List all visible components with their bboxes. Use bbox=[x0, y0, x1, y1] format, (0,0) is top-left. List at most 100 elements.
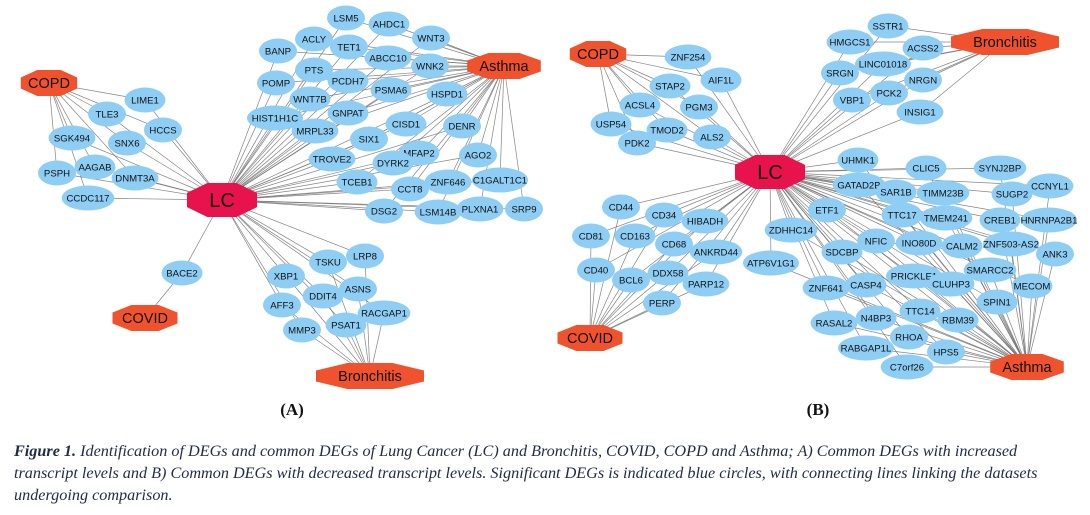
gene-node-creb1[interactable]: CREB1 bbox=[979, 207, 1021, 233]
hub-node-lc[interactable]: LC bbox=[735, 155, 805, 189]
gene-node-snx6[interactable]: SNX6 bbox=[108, 130, 146, 156]
gene-node-sgk494[interactable]: SGK494 bbox=[48, 125, 96, 151]
gene-node-pdk2[interactable]: PDK2 bbox=[618, 130, 656, 156]
gene-node-xbp1[interactable]: XBP1 bbox=[267, 263, 305, 289]
gene-node-sstr1[interactable]: SSTR1 bbox=[867, 13, 909, 39]
hub-node-covid[interactable]: COVID bbox=[112, 305, 178, 331]
gene-node-tceb1[interactable]: TCEB1 bbox=[336, 169, 378, 195]
gene-node-tet1[interactable]: TET1 bbox=[330, 34, 368, 60]
gene-node-rabgap1l[interactable]: RABGAP1L bbox=[838, 335, 894, 361]
gene-node-cd81[interactable]: CD81 bbox=[572, 223, 610, 249]
gene-node-tsku[interactable]: TSKU bbox=[309, 249, 347, 275]
gene-node-six1[interactable]: SIX1 bbox=[350, 126, 388, 152]
gene-node-mrpl33[interactable]: MRPL33 bbox=[291, 118, 339, 144]
gene-node-etf1[interactable]: ETF1 bbox=[808, 197, 846, 223]
gene-node-asns[interactable]: ASNS bbox=[339, 276, 377, 302]
gene-node-nfic[interactable]: NFIC bbox=[857, 228, 895, 254]
gene-node-lsm5[interactable]: LSM5 bbox=[327, 5, 365, 31]
gene-node-lrp8[interactable]: LRP8 bbox=[346, 243, 384, 269]
gene-node-ccdc117[interactable]: CCDC117 bbox=[61, 185, 115, 211]
gene-node-casp4[interactable]: CASP4 bbox=[845, 272, 887, 298]
gene-node-sar1b[interactable]: SAR1B bbox=[875, 179, 917, 205]
gene-node-mmp3[interactable]: MMP3 bbox=[283, 317, 321, 343]
gene-node-ccnyl1[interactable]: CCNYL1 bbox=[1026, 173, 1074, 199]
gene-node-ino80d[interactable]: INO80D bbox=[895, 230, 943, 256]
gene-node-dnmt3a[interactable]: DNMT3A bbox=[111, 165, 159, 191]
gene-node-tmod2[interactable]: TMOD2 bbox=[646, 117, 688, 143]
gene-node-trove2[interactable]: TROVE2 bbox=[308, 146, 356, 172]
gene-node-wnt7b[interactable]: WNT7B bbox=[289, 86, 331, 112]
gene-node-znf254[interactable]: ZNF254 bbox=[664, 44, 712, 70]
gene-node-banp[interactable]: BANP bbox=[259, 38, 297, 64]
gene-node-cct8[interactable]: CCT8 bbox=[391, 176, 429, 202]
gene-node-aff3[interactable]: AFF3 bbox=[263, 292, 301, 318]
gene-node-hps5[interactable]: HPS5 bbox=[927, 339, 965, 365]
gene-node-abcc10[interactable]: ABCC10 bbox=[364, 45, 412, 71]
gene-node-insig1[interactable]: INSIG1 bbox=[896, 99, 944, 125]
hub-node-bronchitis[interactable]: Bronchitis bbox=[316, 363, 424, 389]
hub-node-lc[interactable]: LC bbox=[187, 183, 257, 217]
hub-node-covid[interactable]: COVID bbox=[557, 325, 623, 351]
gene-node-bace2[interactable]: BACE2 bbox=[161, 260, 203, 286]
gene-node-ank3[interactable]: ANK3 bbox=[1036, 241, 1074, 267]
gene-node-acsl4[interactable]: ACSL4 bbox=[619, 92, 661, 118]
gene-node-perp[interactable]: PERP bbox=[643, 290, 681, 316]
gene-node-cd44[interactable]: CD44 bbox=[602, 194, 640, 220]
gene-node-parp12[interactable]: PARP12 bbox=[682, 271, 730, 297]
gene-node-ago2[interactable]: AGO2 bbox=[459, 142, 497, 168]
gene-node-c1galt1c1[interactable]: C1GALT1C1 bbox=[472, 167, 528, 193]
gene-node-racgap1[interactable]: RACGAP1 bbox=[357, 300, 411, 326]
gene-node-smarcc2[interactable]: SMARCC2 bbox=[963, 257, 1017, 283]
gene-node-ttc14[interactable]: TTC14 bbox=[899, 298, 941, 324]
gene-node-psat1[interactable]: PSAT1 bbox=[325, 312, 367, 338]
gene-node-hist1h1c[interactable]: HIST1H1C bbox=[247, 105, 303, 131]
gene-node-hibadh[interactable]: HIBADH bbox=[681, 208, 729, 234]
gene-node-tle3[interactable]: TLE3 bbox=[88, 101, 126, 127]
gene-node-uhmk1[interactable]: UHMK1 bbox=[837, 147, 879, 173]
gene-node-ttc17[interactable]: TTC17 bbox=[881, 202, 923, 228]
gene-node-hnrnpa2b1[interactable]: HNRNPA2B1 bbox=[1021, 207, 1078, 233]
gene-node-ankrd44[interactable]: ANKRD44 bbox=[689, 239, 743, 265]
gene-node-timm23b[interactable]: TIMM23B bbox=[916, 180, 970, 206]
gene-node-ddx58[interactable]: DDX58 bbox=[647, 260, 689, 286]
gene-node-rhoa[interactable]: RHOA bbox=[890, 324, 928, 350]
gene-node-lime1[interactable]: LIME1 bbox=[124, 87, 166, 113]
gene-node-cd163[interactable]: CD163 bbox=[614, 223, 656, 249]
gene-node-pck2[interactable]: PCK2 bbox=[870, 80, 908, 106]
gene-node-srp9[interactable]: SRP9 bbox=[505, 196, 543, 222]
gene-node-ddit4[interactable]: DDIT4 bbox=[302, 283, 344, 309]
gene-node-gatad2b[interactable]: GATAD2B bbox=[832, 172, 886, 198]
gene-node-c7orf26[interactable]: C7orf26 bbox=[880, 354, 934, 380]
gene-node-cd34[interactable]: CD34 bbox=[645, 202, 683, 228]
gene-node-lsm14b[interactable]: LSM14B bbox=[414, 199, 462, 225]
gene-node-aif1l[interactable]: AIF1L bbox=[700, 67, 742, 93]
hub-node-copd[interactable]: COPD bbox=[569, 41, 627, 67]
gene-node-als2[interactable]: ALS2 bbox=[693, 124, 731, 150]
gene-node-linc01018[interactable]: LINC01018 bbox=[855, 51, 911, 77]
gene-node-sdcbp[interactable]: SDCBP bbox=[821, 239, 863, 265]
gene-node-ahdc1[interactable]: AHDC1 bbox=[368, 11, 410, 37]
gene-node-gnpat[interactable]: GNPAT bbox=[327, 100, 369, 126]
gene-node-znf641[interactable]: ZNF641 bbox=[802, 275, 850, 301]
gene-node-bcl6[interactable]: BCL6 bbox=[612, 267, 650, 293]
gene-node-cisd1[interactable]: CISD1 bbox=[385, 111, 427, 137]
hub-node-copd[interactable]: COPD bbox=[20, 70, 78, 96]
gene-node-pgm3[interactable]: PGM3 bbox=[680, 94, 718, 120]
gene-node-cd68[interactable]: CD68 bbox=[655, 231, 693, 257]
gene-node-clic5[interactable]: CLIC5 bbox=[905, 155, 947, 181]
hub-node-asthma[interactable]: Asthma bbox=[467, 53, 541, 79]
gene-node-hccs[interactable]: HCCS bbox=[144, 117, 182, 143]
gene-node-acss2[interactable]: ACSS2 bbox=[902, 35, 944, 61]
gene-node-psph[interactable]: PSPH bbox=[38, 160, 76, 186]
gene-node-znf646[interactable]: ZNF646 bbox=[424, 169, 472, 195]
gene-node-dsg2[interactable]: DSG2 bbox=[365, 198, 403, 224]
gene-node-hspd1[interactable]: HSPD1 bbox=[426, 81, 468, 107]
gene-node-pts[interactable]: PTS bbox=[295, 57, 333, 83]
gene-node-vbp1[interactable]: VBP1 bbox=[833, 87, 871, 113]
gene-node-n4bp3[interactable]: N4BP3 bbox=[855, 305, 897, 331]
gene-node-denr[interactable]: DENR bbox=[443, 113, 481, 139]
hub-node-bronchitis[interactable]: Bronchitis bbox=[951, 29, 1059, 55]
gene-node-cd40[interactable]: CD40 bbox=[577, 257, 615, 283]
gene-node-cluhp3[interactable]: CLUHP3 bbox=[927, 271, 975, 297]
gene-node-tmem241[interactable]: TMEM241 bbox=[919, 205, 973, 231]
